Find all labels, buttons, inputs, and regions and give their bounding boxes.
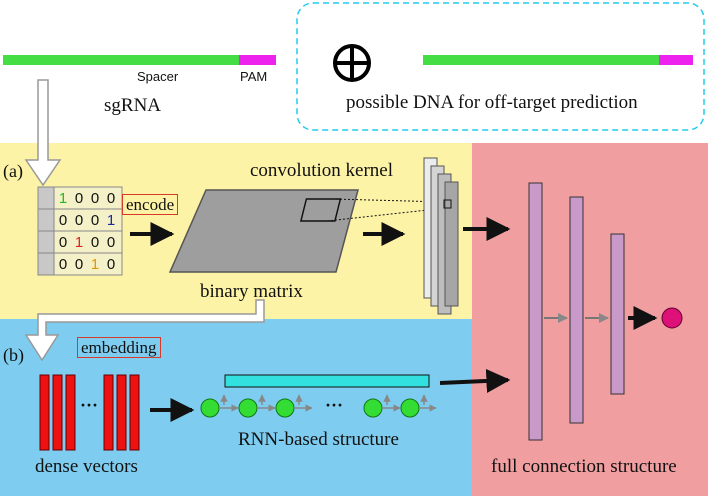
matrix-cell-r2c3: 0 — [106, 234, 116, 251]
dna-pam-bar — [659, 55, 693, 65]
dense-vectors — [39, 374, 140, 451]
matrix-cell-r1c0: 0 — [58, 212, 68, 229]
matrix-cell-r3c0: 0 — [58, 256, 68, 273]
section-a-tag: (a) — [3, 161, 23, 181]
dna-spacer-bar — [423, 55, 659, 65]
dense-dots: ··· — [80, 395, 99, 415]
spacer-label: Spacer — [137, 69, 179, 84]
plus-circle-icon — [333, 44, 371, 82]
hollow-arrow-down-b — [24, 299, 265, 362]
fc-label: full connection structure — [491, 456, 677, 477]
section-b-tag: (b) — [3, 345, 24, 365]
conv-kernel-stack — [423, 157, 459, 315]
matrix-cell-r1c1: 0 — [74, 212, 84, 229]
encoded-matrix-grid — [37, 186, 123, 276]
matrix-cell-r3c1: 0 — [74, 256, 84, 273]
rnn-label: RNN-based structure — [238, 429, 399, 450]
encode-label: encode — [122, 194, 179, 215]
matrix-cell-r2c1: 1 — [74, 234, 84, 251]
matrix-cell-r3c2: 1 — [90, 256, 100, 273]
kernel-window — [299, 198, 342, 222]
sgrna-spacer-bar — [3, 55, 239, 65]
matrix-cell-r2c0: 0 — [58, 234, 68, 251]
dense-vectors-label: dense vectors — [35, 456, 138, 477]
rnn-nodes — [200, 394, 437, 418]
matrix-cell-r0c3: 0 — [106, 190, 116, 207]
sgrna-label: sgRNA — [104, 95, 162, 116]
conv-kernel-label: convolution kernel — [250, 160, 393, 181]
arrow-rnn-to-fc — [439, 368, 511, 393]
fc-layers — [528, 182, 658, 441]
pam-label: PAM — [240, 69, 268, 84]
dna-label: possible DNA for off-target prediction — [346, 92, 638, 113]
matrix-cell-r0c2: 0 — [90, 190, 100, 207]
output-node — [661, 307, 683, 329]
embedding-label: embedding — [77, 337, 161, 358]
kernel-projection-top — [331, 198, 447, 203]
rnn-top-bar — [224, 374, 430, 388]
binary-matrix-shape — [168, 189, 359, 273]
sgrna-pam-bar — [239, 55, 276, 65]
matrix-cell-r0c1: 0 — [74, 190, 84, 207]
matrix-cell-r2c2: 0 — [90, 234, 100, 251]
matrix-cell-r1c3: 1 — [106, 212, 116, 229]
matrix-cell-r1c2: 0 — [90, 212, 100, 229]
matrix-cell-r0c0: 1 — [58, 190, 68, 207]
matrix-cell-r3c3: 0 — [106, 256, 116, 273]
binary-matrix-label: binary matrix — [200, 281, 303, 302]
rnn-dots: ··· — [325, 395, 344, 415]
hollow-arrow-down-a — [24, 79, 62, 187]
